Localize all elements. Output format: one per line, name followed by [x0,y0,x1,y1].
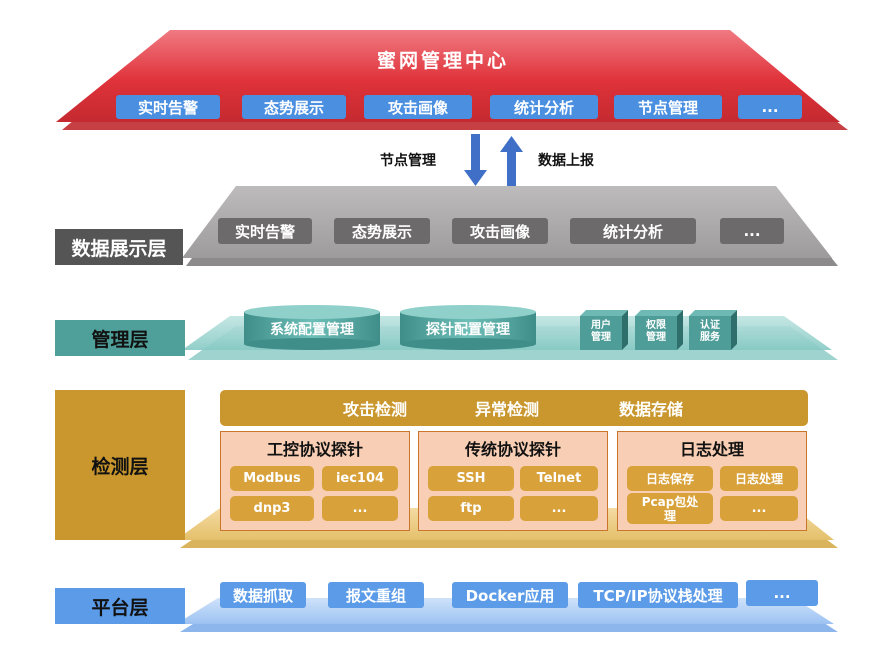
display-layer-label: 数据展示层 [55,229,183,265]
probe-item-ssh[interactable]: SSH [428,466,514,491]
cylinder-system-config [244,305,380,350]
detection-bar-attack[interactable]: 攻击检测 [342,400,407,419]
cylinder-label-system-config[interactable]: 系统配置管理 [270,322,354,338]
panel-title: 日志处理 [679,440,744,459]
cylinder-label-probe-config[interactable]: 探针配置管理 [426,322,510,338]
probe-item-modbus[interactable]: Modbus [230,466,314,491]
top-item-situation-display[interactable]: 态势展示 [242,95,346,119]
display-item-attack-profile[interactable]: 攻击画像 [452,218,548,244]
cylinder-probe-config [400,305,536,350]
probe-item-more[interactable]: ... [520,496,598,521]
cube-label-user-management[interactable]: 用户 管理 [591,320,611,343]
platform-item-data-capture[interactable]: 数据抓取 [220,582,306,608]
top-title: 蜜网管理中心 [376,49,509,72]
probe-item-iec104[interactable]: iec104 [322,466,398,491]
platform-layer-label: 平台层 [55,588,185,624]
log-item-pcap[interactable]: Pcap包处理 [627,493,713,524]
cube-user-management [580,310,628,350]
detection-bar-storage[interactable]: 数据存储 [618,400,683,419]
panel-title: 传统协议探针 [464,440,561,459]
management-layer-label: 管理层 [55,320,185,356]
detection-bar-anomaly[interactable]: 异常检测 [474,400,539,419]
probe-item-dnp3[interactable]: dnp3 [230,496,314,521]
display-item-realtime-alert[interactable]: 实时告警 [218,218,312,244]
platform-item-docker[interactable]: Docker应用 [452,582,568,608]
probe-item-telnet[interactable]: Telnet [520,466,598,491]
detection-bar [220,390,808,426]
up-arrow [500,136,523,186]
cube-auth-service [689,310,737,350]
platform-item-packet-reassembly[interactable]: 报文重组 [328,582,424,608]
display-item-situation-display[interactable]: 态势展示 [334,218,430,244]
cube-label-auth-service[interactable]: 认证 服务 [700,320,720,343]
platform-item-more[interactable]: ... [746,580,818,606]
probe-item-ftp[interactable]: ftp [428,496,514,521]
top-item-attack-profile[interactable]: 攻击画像 [364,95,472,119]
log-item-more[interactable]: ... [720,496,798,521]
display-item-statistics[interactable]: 统计分析 [570,218,696,244]
log-item-save[interactable]: 日志保存 [627,466,713,491]
display-item-more[interactable]: ... [720,218,784,244]
top-item-node-management[interactable]: 节点管理 [614,95,722,119]
cube-label-permission-management[interactable]: 权限 管理 [646,320,666,343]
cube-permission-management [635,310,683,350]
panel-title: 工控协议探针 [266,440,363,459]
top-item-statistics[interactable]: 统计分析 [490,95,598,119]
probe-item-more[interactable]: ... [322,496,398,521]
log-item-process[interactable]: 日志处理 [720,466,798,491]
top-item-more[interactable]: ... [738,95,802,119]
top-item-realtime-alert[interactable]: 实时告警 [116,95,220,119]
down-arrow [464,134,487,186]
arrow-up-label: 数据上报 [538,153,594,169]
arrow-down-label: 节点管理 [380,153,436,169]
detection-layer-label: 检测层 [55,390,185,540]
platform-item-tcpip-stack[interactable]: TCP/IP协议栈处理 [578,582,738,608]
